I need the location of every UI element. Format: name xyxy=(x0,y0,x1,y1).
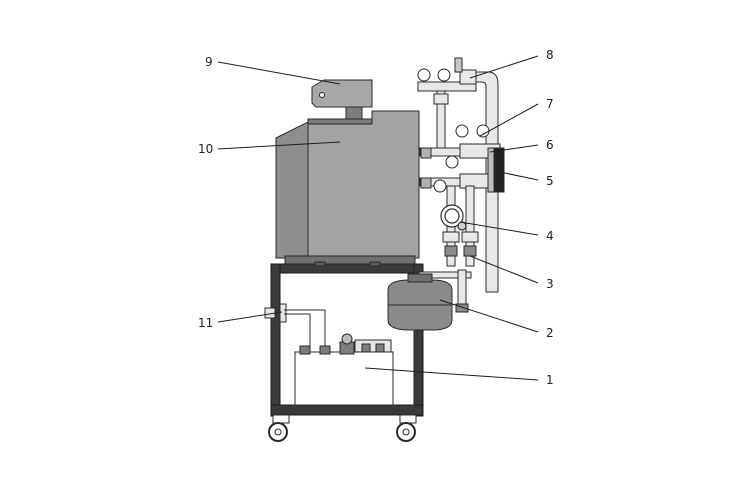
callout-4: 4 xyxy=(546,229,554,243)
callout-9: 9 xyxy=(205,55,213,69)
callout-10: 10 xyxy=(198,142,213,156)
expansion-tank xyxy=(387,273,453,331)
callout-6: 6 xyxy=(546,138,554,152)
pressure-gauges xyxy=(417,57,490,193)
base-tank xyxy=(294,333,394,406)
left-wheel xyxy=(268,414,290,442)
callout-7: 7 xyxy=(546,97,554,111)
leader-lines xyxy=(217,55,539,381)
callout-8: 8 xyxy=(546,48,554,62)
boiler-body xyxy=(275,110,420,267)
controller-box xyxy=(311,79,373,122)
callout-3: 3 xyxy=(546,277,554,291)
flow-meter xyxy=(440,204,467,231)
callout-1: 1 xyxy=(546,373,554,387)
callout-11: 11 xyxy=(198,316,213,330)
callout-2: 2 xyxy=(546,326,554,340)
right-wheel xyxy=(396,414,417,442)
callout-5: 5 xyxy=(546,174,554,188)
